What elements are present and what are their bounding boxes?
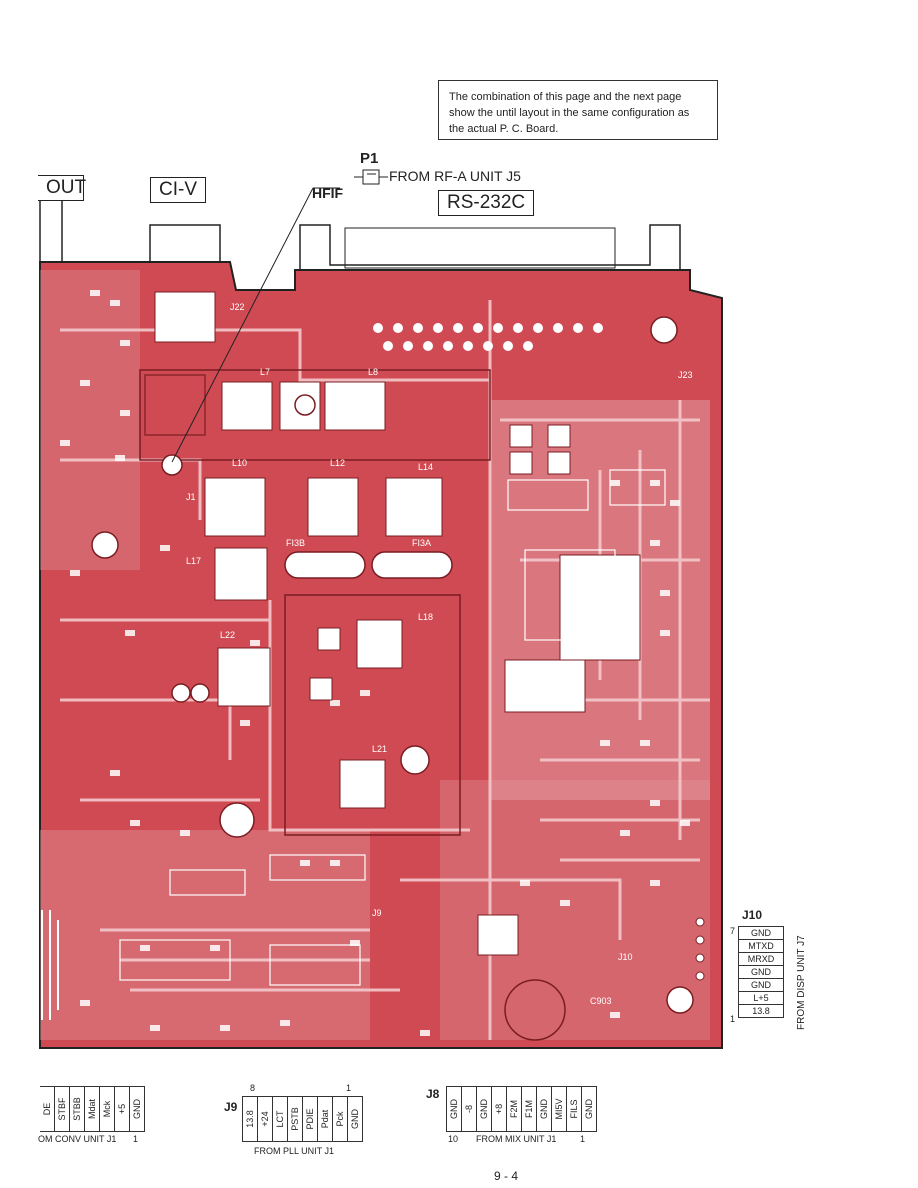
j9-caption: FROM PLL UNIT J1 xyxy=(254,1146,335,1156)
note-line: show the until layout in the same config… xyxy=(449,107,690,119)
j9-pin: 13.8 xyxy=(243,1097,258,1141)
j8-pin: GND xyxy=(537,1087,552,1131)
conv-pin: STBF xyxy=(55,1087,70,1131)
ref-l18: L18 xyxy=(418,612,434,622)
j9-pin: LCT xyxy=(273,1097,288,1141)
ref-j22: J22 xyxy=(230,302,245,312)
j9-pin: +24 xyxy=(258,1097,273,1141)
p1-label: P1 xyxy=(360,150,379,167)
conv-pin-row: DE STBF STBB Mdat Mck +5 GND xyxy=(40,1086,145,1132)
j9-pin-first: 8 xyxy=(250,1083,256,1093)
conv-caption: OM CONV UNIT J1 xyxy=(38,1134,117,1144)
j10-pin-table: GND MTXD MRXD GND GND L+5 13.8 xyxy=(738,926,784,1018)
ref-l21: L21 xyxy=(372,744,388,754)
j10-pin: GND xyxy=(738,965,784,979)
ref-l12: L12 xyxy=(330,458,346,468)
j8-pin: GND xyxy=(582,1087,597,1131)
j9-pin: GND xyxy=(348,1097,363,1141)
conv-pin1: 1 xyxy=(133,1134,139,1144)
civ-jack-outline xyxy=(149,224,221,266)
ref-j10: J10 xyxy=(618,952,633,962)
j9-pin: Pdat xyxy=(318,1097,333,1141)
j8-pin: -8 xyxy=(462,1087,477,1131)
j10-pin-top: 7 xyxy=(730,926,736,936)
ref-l22: L22 xyxy=(220,630,236,640)
out-label: OUT xyxy=(38,175,86,201)
conv-pin: DE xyxy=(40,1087,55,1131)
ref-l14: L14 xyxy=(418,462,434,472)
civ-label: CI-V xyxy=(150,177,206,203)
j10-caption: FROM DISP UNIT J7 xyxy=(796,935,807,1030)
p1-connector-symbol xyxy=(354,169,388,185)
ref-l17: L17 xyxy=(186,556,202,566)
page-number: 9 - 4 xyxy=(494,1169,519,1183)
j8-pin-first: 10 xyxy=(448,1134,459,1144)
ref-c903: C903 xyxy=(590,996,612,1006)
hfif-leader-line xyxy=(171,187,314,463)
note-line: the actual P. C. Board. xyxy=(449,123,559,135)
j8-caption: FROM MIX UNIT J1 xyxy=(476,1134,557,1144)
note-line: The combination of this page and the nex… xyxy=(449,91,682,103)
hfif-label: HFIF xyxy=(312,185,344,201)
ref-j9: J9 xyxy=(372,908,382,918)
j10-title: J10 xyxy=(742,908,763,922)
ref-j1: J1 xyxy=(186,492,196,502)
conv-pin: GND xyxy=(130,1087,145,1131)
j8-pin-last: 1 xyxy=(580,1134,586,1144)
ref-fi3a: FI3A xyxy=(412,538,432,548)
j8-title: J8 xyxy=(426,1087,440,1101)
layout-note: The combination of this page and the nex… xyxy=(438,80,718,140)
j10-pin: GND xyxy=(738,978,784,992)
ref-j23: J23 xyxy=(678,370,693,380)
j9-title: J9 xyxy=(224,1100,238,1114)
ref-l8: L8 xyxy=(368,367,379,377)
j8-pin: MI5V xyxy=(552,1087,567,1131)
conv-pin: STBB xyxy=(70,1087,85,1131)
j9-pin: PDIE xyxy=(303,1097,318,1141)
ref-fi3b: FI3B xyxy=(286,538,306,548)
j10-pin: MRXD xyxy=(738,952,784,966)
j10-pin-bottom: 1 xyxy=(730,1014,736,1024)
j8-pin-row: GND -8 GND +8 F2M F1M GND MI5V FILS GND xyxy=(446,1086,597,1132)
j10-pin: MTXD xyxy=(738,939,784,953)
j9-pin-last: 1 xyxy=(346,1083,352,1093)
from-rfa-label: FROM RF-A UNIT J5 xyxy=(389,168,521,184)
j9-pin: Pck xyxy=(333,1097,348,1141)
out-jack-outline xyxy=(39,199,63,271)
ref-l10: L10 xyxy=(232,458,248,468)
j8-pin: FILS xyxy=(567,1087,582,1131)
conv-pin: Mck xyxy=(100,1087,115,1131)
j8-pin: F1M xyxy=(522,1087,537,1131)
j10-pin: L+5 xyxy=(738,991,784,1005)
rs232c-label: RS-232C xyxy=(438,190,535,216)
ref-l7: L7 xyxy=(260,367,271,377)
j8-pin: GND xyxy=(447,1087,462,1131)
j8-pin: F2M xyxy=(507,1087,522,1131)
conv-pin: +5 xyxy=(115,1087,130,1131)
j8-pin: GND xyxy=(477,1087,492,1131)
j9-pin-row: 13.8 +24 LCT PSTB PDIE Pdat Pck GND xyxy=(242,1096,363,1142)
j8-pin: +8 xyxy=(492,1087,507,1131)
j9-pin: PSTB xyxy=(288,1097,303,1141)
conv-pin: Mdat xyxy=(85,1087,100,1131)
j10-pin: 13.8 xyxy=(738,1004,784,1018)
j10-pin: GND xyxy=(738,926,784,940)
